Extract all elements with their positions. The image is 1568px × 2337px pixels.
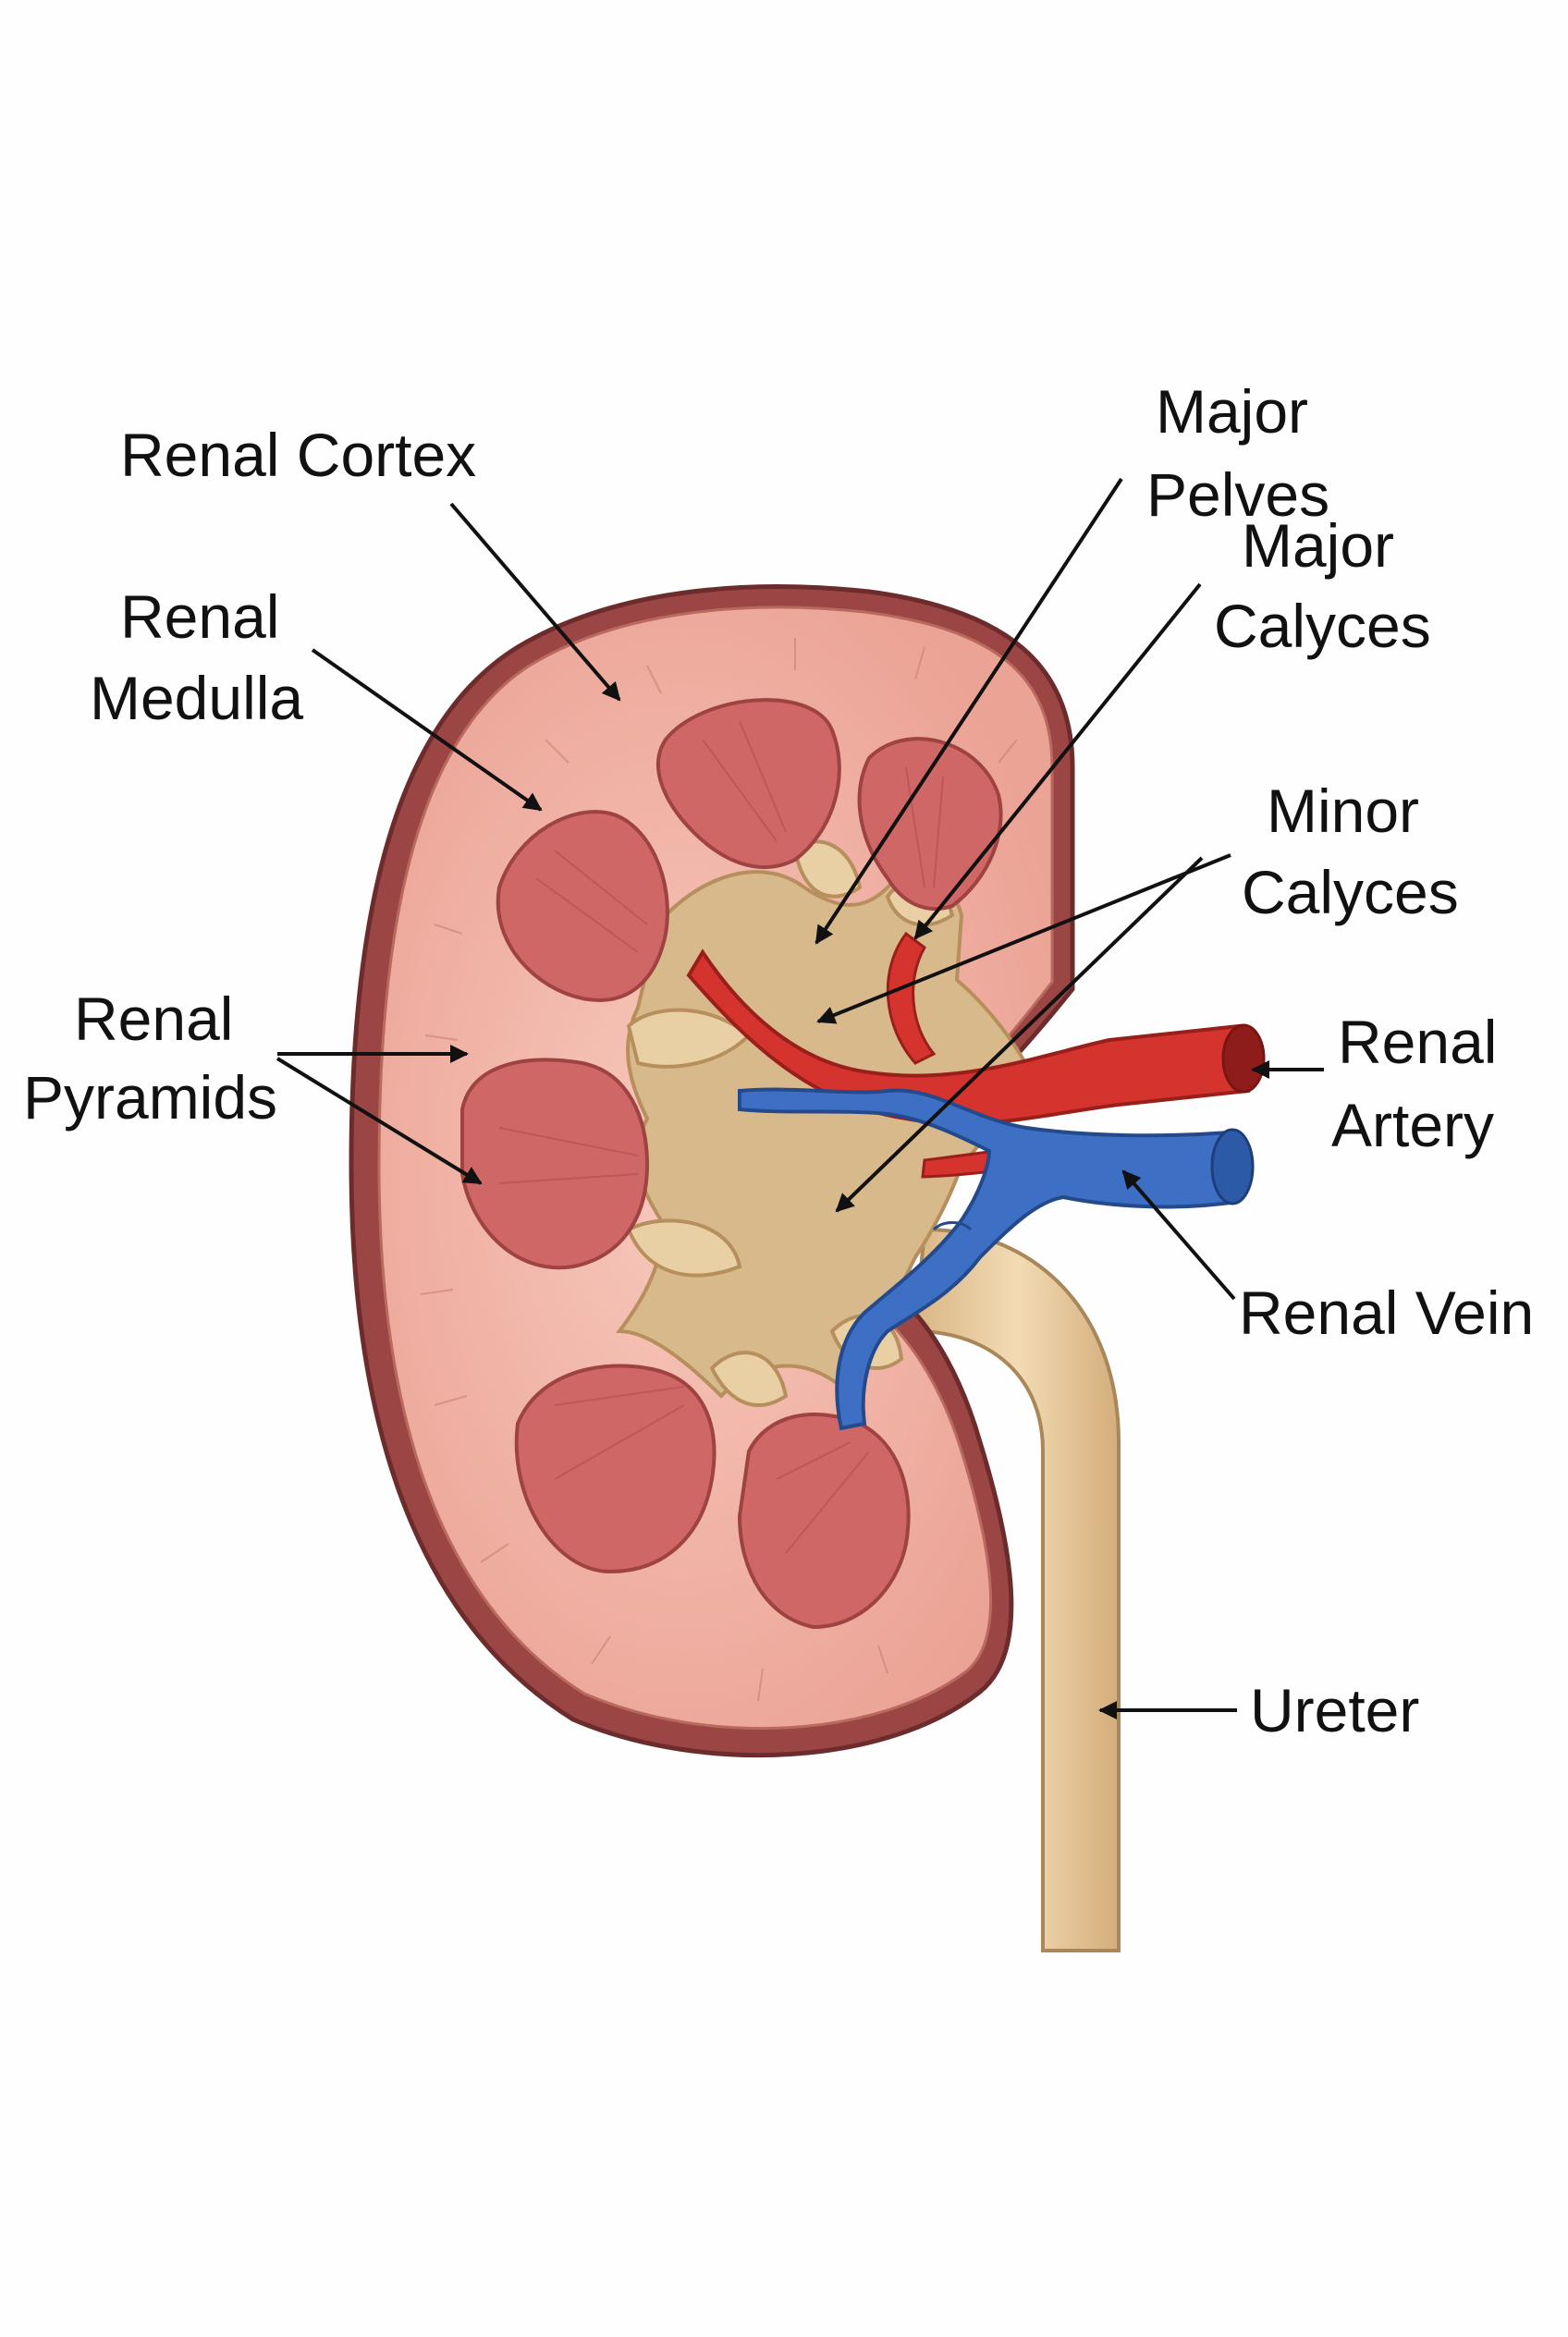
ureter-tube [913,1227,1121,1952]
label-renal-medulla-line1: Renal [120,582,279,651]
arrow-minor-calyces-2 [835,856,1204,1213]
label-major-calyces-line2: Calyces [1214,592,1431,660]
label-renal-artery-line1: Renal [1338,1008,1497,1076]
label-major-pelves-line2: Pelves [1146,460,1329,529]
label-major-calyces-line1: Major [1242,511,1394,580]
arrow-renal-pyramids-2 [276,1057,483,1185]
calyx-cup [709,1351,789,1407]
arrow-major-pelves [815,477,1123,945]
label-renal-cortex: Renal Cortex [120,421,476,489]
renal-vein-vessel [738,1087,1255,1431]
label-renal-vein: Renal Vein [1239,1279,1534,1347]
renal-pyramid [496,810,669,1002]
label-minor-calyces-line1: Minor [1267,777,1419,845]
pyramid-striations [498,720,944,1554]
arrow-minor-calyces-1 [816,853,1231,1024]
renal-pyramid [737,1413,911,1630]
leader-lines [276,477,1324,1719]
label-ureter: Ureter [1250,1676,1419,1744]
kidney [349,584,1075,1757]
renal-pyramids-group [460,698,1003,1630]
arrow-renal-cortex [449,502,621,702]
renal-pyramid [514,1364,717,1574]
arrow-major-calyces [913,582,1202,940]
arrow-renal-medulla [311,648,543,812]
label-minor-calyces-line2: Calyces [1242,858,1459,926]
labels: Renal Cortex Renal Medulla Renal Pyramid… [23,377,1534,1744]
calyx-cup [626,1218,742,1278]
label-renal-medulla-line2: Medulla [90,664,303,732]
label-renal-pyramids-line1: Renal [74,985,233,1053]
renal-pyramid [460,1058,650,1270]
label-renal-pyramids-line2: Pyramids [23,1063,277,1132]
label-major-pelves-line1: Major [1156,377,1308,446]
arrow-renal-vein [1121,1169,1236,1301]
renal-pyramid [857,737,1003,912]
cortex-striations [420,638,1018,1702]
label-renal-artery-line2: Artery [1331,1091,1494,1159]
